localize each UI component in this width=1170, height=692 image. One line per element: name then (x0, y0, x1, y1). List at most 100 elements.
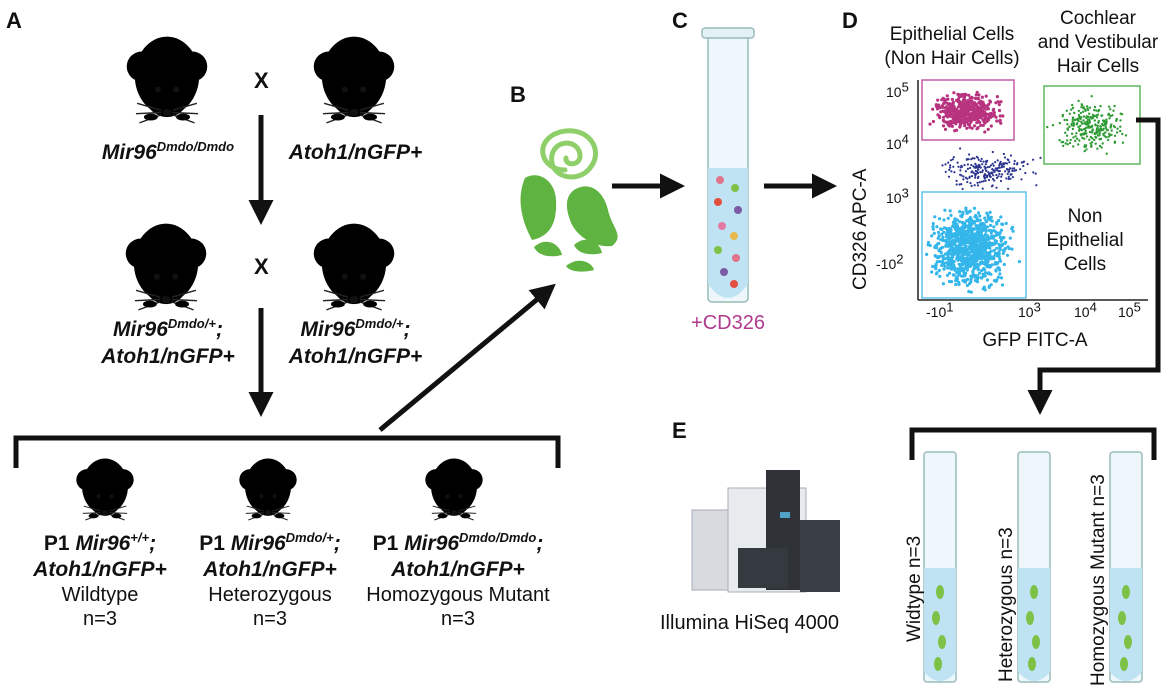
dots-navy-dot (966, 180, 969, 184)
dots-magenta-dot (946, 97, 950, 101)
dots-magenta-dot (964, 117, 968, 122)
dots-magenta-dot (984, 94, 988, 98)
sequencer-label: Illumina HiSeq 4000 (660, 612, 839, 634)
dots-cyan-dot (931, 227, 935, 231)
dots-navy-dot (1013, 162, 1016, 165)
dots-navy-dot (959, 147, 962, 150)
x-tick-1e3: 103 (1018, 299, 1041, 320)
dots-cyan-dot (983, 233, 988, 237)
dots-cyan-dot (949, 266, 953, 270)
dots-navy-dot (1005, 177, 1008, 180)
dots-cyan-dot (972, 206, 977, 210)
dots-cyan-dot (952, 219, 957, 223)
dots-navy-dot (984, 179, 987, 182)
dots-green-dot (1109, 126, 1112, 129)
dots-cyan-dot (937, 268, 941, 272)
dots-green-dot (1065, 118, 1069, 122)
dots-cyan-dot (958, 263, 963, 267)
dots-cyan-dot (973, 243, 977, 247)
dots-green-dot (1084, 131, 1087, 134)
dots-cyan-dot (935, 225, 939, 229)
dots-green-dot (1086, 105, 1089, 108)
dots-cyan-dot (943, 257, 947, 261)
dots-cyan-dot (960, 232, 964, 237)
dots-cyan-dot (953, 248, 957, 252)
dots-cyan-dot (965, 219, 969, 223)
dots-cyan-dot (982, 266, 986, 271)
dots-green-dot (1119, 112, 1122, 115)
arrow-to-tissue (378, 283, 556, 432)
dots-cyan-dot (933, 215, 937, 219)
mouse-het-right (313, 207, 426, 311)
genotype-het-right: Mir96Dmdo/+; (300, 316, 411, 341)
dots-cyan-dot (955, 222, 959, 226)
dots-cyan-dot (942, 261, 946, 266)
dots-magenta-dot (976, 126, 980, 130)
dots-cyan-dot (965, 247, 970, 251)
dots-navy-dot (977, 168, 980, 171)
dots-cyan-dot (938, 260, 942, 264)
dots-green-dot (1111, 114, 1114, 117)
offspring-hom-atoh1: Atoh1/nGFP+ (391, 558, 525, 581)
dots-green-dot (1121, 132, 1124, 136)
dots-navy-dot (1005, 162, 1009, 165)
dots-magenta-dot (942, 109, 946, 114)
dots-cyan-dot (1004, 240, 1008, 244)
dots-cyan-dot (1000, 222, 1004, 226)
dots-green-dot (1058, 121, 1062, 125)
dots-cyan-dot (984, 219, 988, 223)
dots-cyan-dot (1017, 260, 1022, 264)
dots-cyan-dot (1001, 251, 1005, 255)
dots-green-dot (1104, 125, 1107, 128)
dots-cyan-dot (1010, 247, 1014, 251)
dots-cyan-dot (958, 228, 962, 232)
dots-navy-dot (949, 159, 953, 162)
dots-green-dot (1078, 115, 1081, 118)
dots-cyan-dot (981, 287, 985, 291)
dots-navy-dot (972, 165, 975, 168)
dots-navy-dot (996, 159, 999, 162)
dots-green-dot (1105, 122, 1108, 126)
dots-navy-dot (969, 182, 972, 185)
dots-cyan-dot (980, 227, 984, 231)
dots-cyan-dot (961, 212, 965, 216)
gate-label-epithelial-1: Epithelial Cells (889, 24, 1015, 45)
dots-navy-dot (974, 176, 977, 179)
dots-navy-dot (984, 167, 987, 170)
dots-cyan-dot (936, 242, 940, 246)
dots-cyan-dot (998, 231, 1002, 235)
dots-green-dot (1109, 108, 1112, 111)
dots-green-dot (1097, 108, 1101, 112)
dots-cyan-dot (966, 258, 970, 262)
dots-cyan-dot (996, 275, 1001, 279)
gate-non-epithelial (921, 191, 1027, 299)
offspring-het-n: n=3 (253, 608, 287, 630)
dots-cyan-dot (964, 209, 968, 213)
dots-navy-dot (985, 169, 988, 172)
dots-green-dot (1080, 105, 1083, 109)
dots-cyan-dot (939, 250, 943, 255)
genotype-het-left-atoh1: Atoh1/nGFP+ (101, 345, 235, 368)
dots-green-dot (1080, 103, 1083, 106)
dots-green-dot (1101, 142, 1104, 145)
dots-green-dot (1093, 105, 1097, 109)
dots-navy-dot (982, 180, 985, 183)
dots-cyan-dot (952, 238, 956, 242)
dots-cyan-dot (977, 257, 981, 261)
offspring-wt-genotype: P1 Mir96+/+; (43, 530, 157, 555)
offspring-bracket (13, 435, 561, 468)
dots-cyan-dot (942, 230, 946, 234)
dots-green-dot (1075, 132, 1078, 135)
dots-magenta-dot (940, 105, 944, 109)
dots-green-dot (1115, 131, 1119, 134)
dots-cyan-dot (968, 282, 972, 286)
dots-cyan-dot (949, 244, 954, 248)
dots-green-dot (1081, 136, 1084, 140)
dots-navy-dot (1006, 168, 1009, 171)
inner-ear-tissue-illustration (520, 128, 618, 272)
dots-navy-dot (991, 168, 994, 171)
dots-magenta-dot (1001, 114, 1005, 118)
dots-navy-dot (979, 160, 982, 163)
dots-cyan-dot (974, 249, 978, 253)
dots-cyan-dot (984, 229, 988, 233)
